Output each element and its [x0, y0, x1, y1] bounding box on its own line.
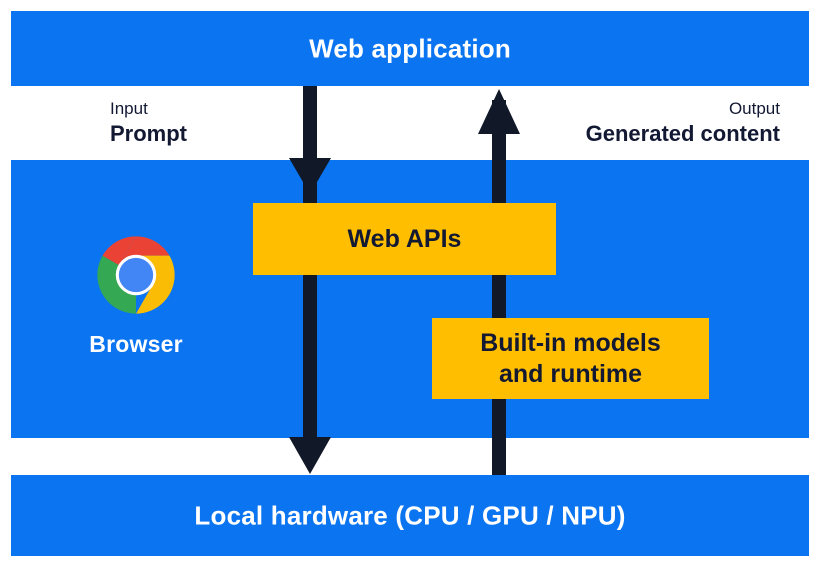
box-builtin-models[interactable]: Built-in models and runtime [432, 318, 709, 399]
layer-web-application-label: Web application [309, 33, 511, 63]
box-web-apis[interactable]: Web APIs [253, 203, 556, 275]
box-builtin-models-label: Built-in models and runtime [480, 328, 661, 389]
output-label-group: Output Generated content [586, 98, 780, 148]
input-kicker: Input [110, 99, 148, 118]
layer-web-application: Web application [11, 11, 809, 86]
layer-local-hardware: Local hardware (CPU / GPU / NPU) [11, 475, 809, 556]
chrome-icon [97, 236, 175, 314]
output-kicker: Output [728, 99, 780, 118]
input-value: Prompt [110, 121, 187, 147]
box-builtin-models-line1: Built-in models [480, 329, 661, 357]
output-value: Generated content [585, 121, 780, 147]
box-web-apis-label: Web APIs [347, 224, 462, 253]
layer-local-hardware-label: Local hardware (CPU / GPU / NPU) [194, 500, 626, 530]
box-builtin-models-line2: and runtime [498, 359, 643, 388]
browser-label: Browser [89, 331, 183, 357]
input-label-group: Input Prompt [110, 98, 187, 148]
browser-block: Browser [66, 231, 206, 358]
